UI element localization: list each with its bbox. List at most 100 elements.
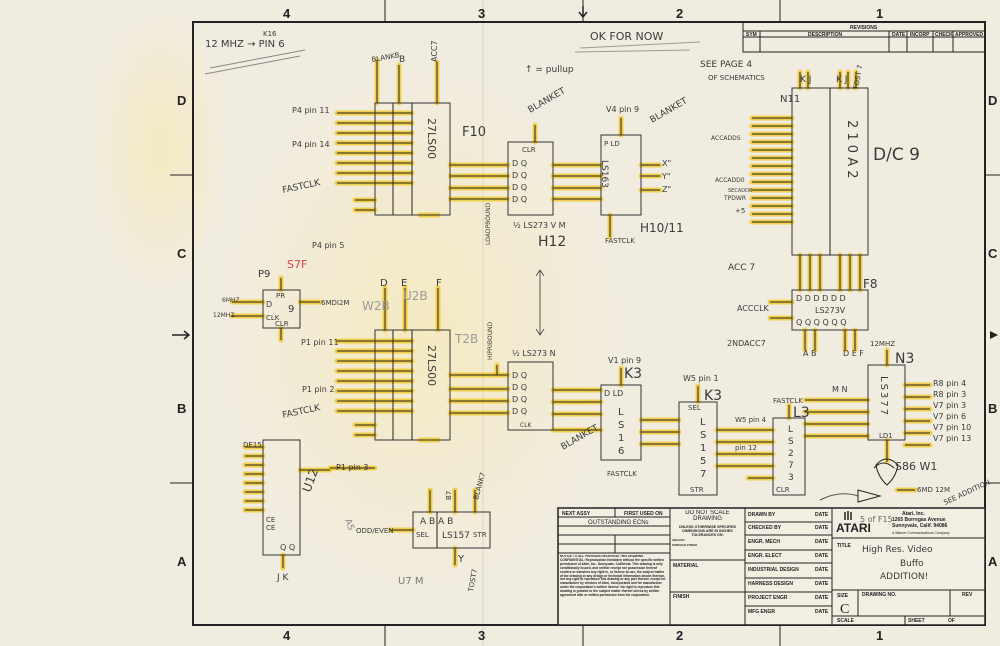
svg-text:A Warner Communications Compan: A Warner Communications Company <box>892 531 950 535</box>
do-not-scale: DO NOT SCALE DRAWING <box>685 510 730 522</box>
svg-text:1: 1 <box>618 433 624 444</box>
svg-text:3: 3 <box>788 473 794 483</box>
svg-text:FASTCLK: FASTCLK <box>605 237 635 245</box>
tolerances-note: UNLESS OTHERWISE SPECIFIED DIMENSIONS AR… <box>678 525 737 538</box>
svg-text:4: 4 <box>283 628 291 643</box>
chip-ls377-label: LS377 <box>878 376 889 417</box>
svg-text:↑ = pullup: ↑ = pullup <box>525 65 574 75</box>
svg-text:FASTCLK: FASTCLK <box>607 470 637 478</box>
svg-text:D Q: D Q <box>512 383 527 392</box>
svg-text:D: D <box>177 93 186 108</box>
svg-text:Buffo: Buffo <box>900 559 924 569</box>
svg-text:Sunnyvale, Calif. 94086: Sunnyvale, Calif. 94086 <box>892 523 948 529</box>
svg-text:NEXT ASSY: NEXT ASSY <box>562 511 591 517</box>
svg-text:High Res. Video: High Res. Video <box>862 545 933 555</box>
svg-text:12MHZ: 12MHZ <box>213 312 234 319</box>
atari-logo: ATARI <box>836 521 871 535</box>
svg-text:P1 pin 2: P1 pin 2 <box>302 385 334 394</box>
svg-text:TPDWR: TPDWR <box>723 195 746 202</box>
svg-text:SYM: SYM <box>746 32 757 38</box>
svg-text:SECADDR: SECADDR <box>728 188 753 194</box>
svg-text:LS273V: LS273V <box>815 306 846 315</box>
svg-text:S: S <box>700 430 706 441</box>
svg-text:C: C <box>177 246 187 261</box>
svg-text:CE: CE <box>266 524 275 532</box>
svg-text:L: L <box>618 407 624 418</box>
svg-text:MATERIAL: MATERIAL <box>673 563 698 569</box>
svg-text:S: S <box>618 420 624 431</box>
svg-text:SIZE: SIZE <box>837 593 849 599</box>
svg-text:H12: H12 <box>538 234 566 250</box>
svg-text:½ LS273 V M: ½ LS273 V M <box>513 221 566 230</box>
svg-text:OK FOR NOW: OK FOR NOW <box>590 30 663 43</box>
svg-text:12 MHZ → PIN 6: 12 MHZ → PIN 6 <box>205 39 285 50</box>
svg-text:SHEET: SHEET <box>908 618 925 624</box>
svg-text:B: B <box>988 401 997 416</box>
title-block-date-label: DATE <box>815 553 829 559</box>
center-arrow-top-icon <box>578 6 588 19</box>
svg-text:A5: A5 <box>342 518 355 533</box>
svg-text:SEL: SEL <box>688 404 701 412</box>
svg-text:TITLE: TITLE <box>837 543 852 549</box>
svg-text:Y": Y" <box>661 172 671 181</box>
svg-text:OUTSTANDING ECNs: OUTSTANDING ECNs <box>588 520 649 526</box>
svg-text:V7 pin 10: V7 pin 10 <box>933 423 971 432</box>
svg-text:ADDITION!: ADDITION! <box>880 572 928 582</box>
title-block-date-label: DATE <box>815 581 829 587</box>
svg-text:1265 Borregas Avenue: 1265 Borregas Avenue <box>892 517 946 523</box>
svg-text:CE: CE <box>266 516 275 524</box>
title-block-date-label: DATE <box>815 525 829 531</box>
chip-27ls00-bottom: 27LS00 <box>374 329 451 441</box>
svg-text:ACCCLK: ACCCLK <box>737 304 770 313</box>
svg-text:DATE: DATE <box>892 32 906 38</box>
svg-text:REV: REV <box>962 592 973 598</box>
svg-text:B: B <box>399 55 405 65</box>
surface-finish-label: SURFACE FINISH <box>672 542 698 547</box>
svg-text:P4 pin 5: P4 pin 5 <box>312 241 344 250</box>
svg-text:2: 2 <box>676 6 683 21</box>
title-block-row-label: DRAWN BY <box>748 512 776 518</box>
svg-text:Q Q: Q Q <box>280 543 295 552</box>
title-block-date-label: DATE <box>815 595 829 601</box>
svg-text:D E F: D E F <box>843 349 864 358</box>
svg-text:A B: A B <box>803 349 817 358</box>
title-block-date-label: DATE <box>815 567 829 573</box>
svg-text:C: C <box>840 602 849 617</box>
title-block-date-label: DATE <box>815 609 829 615</box>
svg-text:K3: K3 <box>704 388 722 404</box>
chip-ls273-h12: CLR D QD QD QD Q <box>507 141 554 216</box>
svg-text:D D D D D D: D D D D D D <box>796 294 846 303</box>
svg-text:P1 pin 3: P1 pin 3 <box>336 463 368 472</box>
svg-text:LD1: LD1 <box>879 432 893 440</box>
svg-text:C: C <box>988 246 998 261</box>
svg-text:FIRST USED ON: FIRST USED ON <box>624 511 663 517</box>
svg-text:ODD/EVEN: ODD/EVEN <box>356 527 394 535</box>
svg-text:D: D <box>988 93 997 108</box>
svg-text:REVISIONS: REVISIONS <box>850 25 878 31</box>
chip-ls377-n3: LS377 LD1 <box>867 364 906 441</box>
svg-text:CLR: CLR <box>275 320 289 328</box>
svg-text:CHECK: CHECK <box>935 32 953 38</box>
svg-text:27LS00: 27LS00 <box>425 118 438 159</box>
svg-text:R8 pin 3: R8 pin 3 <box>933 390 966 399</box>
svg-text:1: 1 <box>876 628 883 643</box>
svg-text:DESCRIPTION: DESCRIPTION <box>808 32 843 38</box>
svg-text:F8: F8 <box>863 277 878 291</box>
svg-text:12MHZ: 12MHZ <box>870 340 895 348</box>
svg-text:K16: K16 <box>263 30 277 38</box>
chip-ls163-k3: D LD LS16 <box>600 384 642 461</box>
svg-text:T2B: T2B <box>454 332 478 346</box>
svg-text:STR: STR <box>473 531 487 539</box>
title-block-row-label: PROJECT ENGR <box>748 595 788 601</box>
svg-text:SEE PAGE 4: SEE PAGE 4 <box>700 60 752 70</box>
atari-fuji-icon <box>844 511 852 520</box>
svg-text:Q Q Q Q Q Q: Q Q Q Q Q Q <box>796 318 847 327</box>
svg-text:U7 M: U7 M <box>398 576 424 587</box>
svg-text:N3: N3 <box>895 351 914 367</box>
title-block-row-label: HARNESS DESIGN <box>748 581 793 587</box>
svg-text:2NDACC7: 2NDACC7 <box>727 339 766 348</box>
svg-text:V1 pin 9: V1 pin 9 <box>608 356 641 365</box>
svg-text:W5 pin 1: W5 pin 1 <box>683 374 719 383</box>
svg-text:DRAWING NO.: DRAWING NO. <box>862 592 897 598</box>
